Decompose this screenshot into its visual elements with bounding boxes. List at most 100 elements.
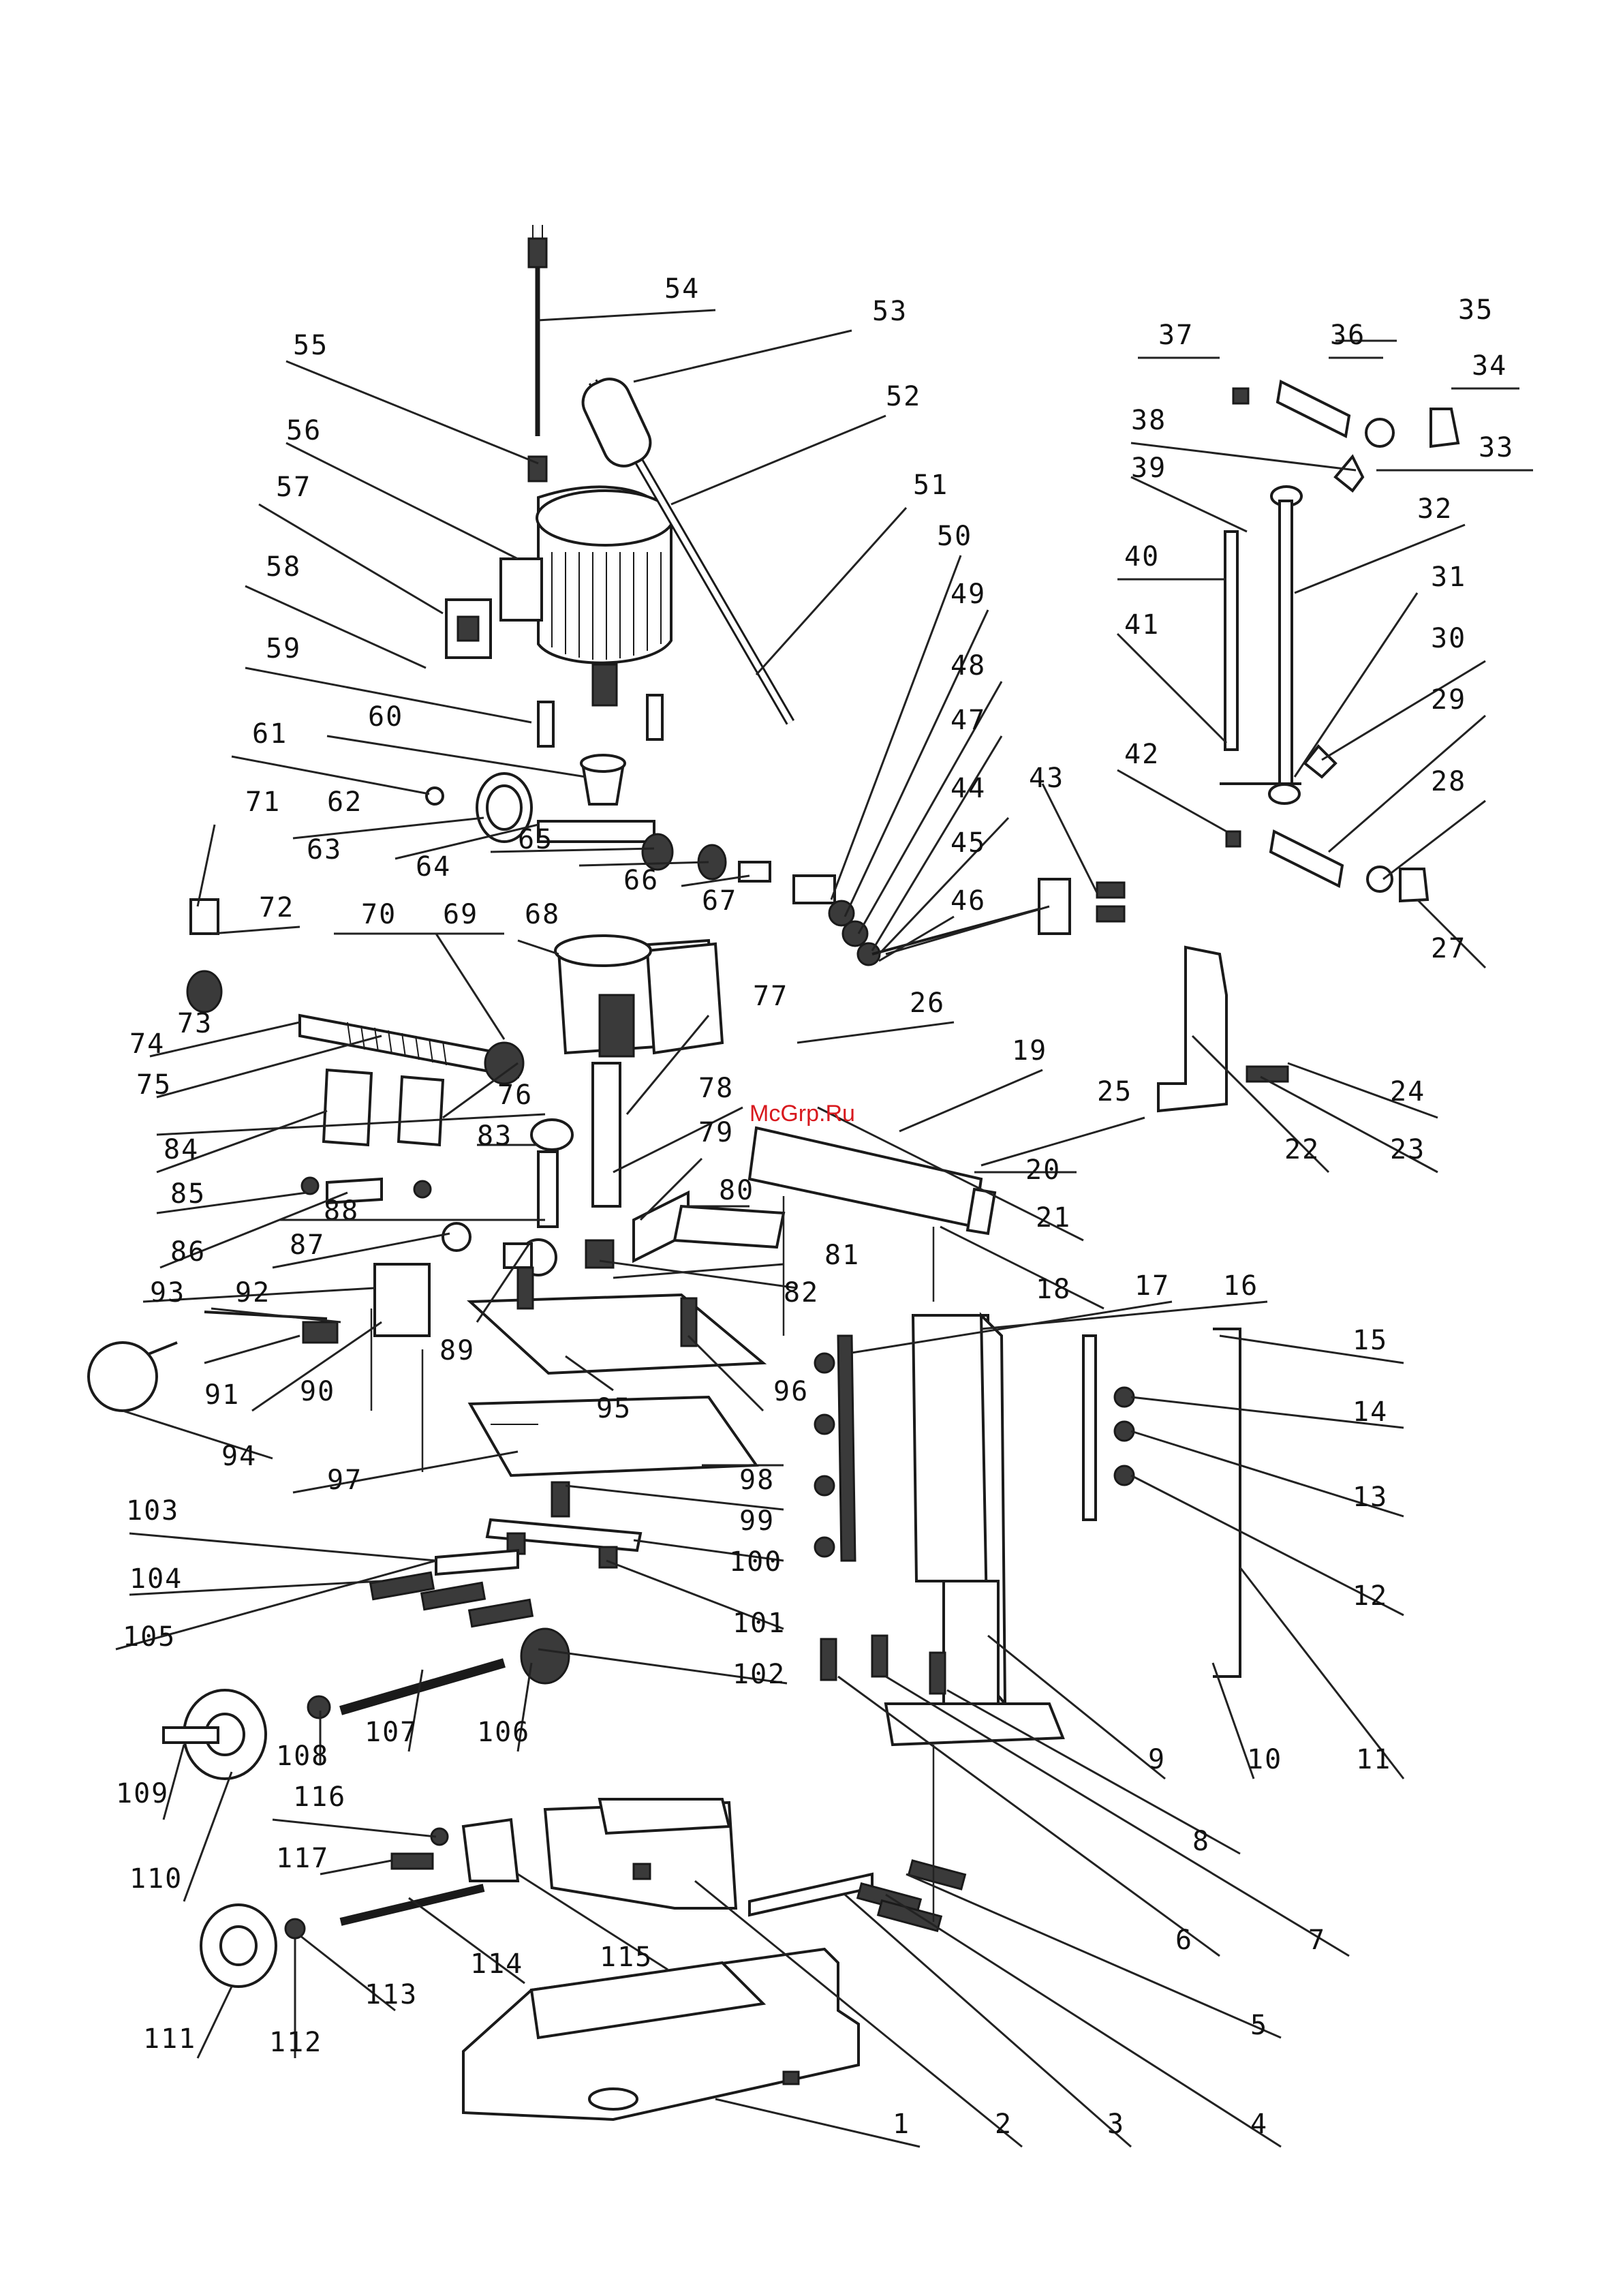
callout-77: 77 [753,981,788,1012]
callout-92: 92 [235,1277,270,1308]
callout-97: 97 [327,1465,362,1496]
callout-99: 99 [739,1505,775,1537]
callout-74: 74 [129,1028,165,1060]
knob-83 [530,1118,574,1228]
callout-60: 60 [368,701,403,733]
callout-104: 104 [129,1563,183,1595]
callout-110: 110 [129,1863,183,1895]
callout-87: 87 [290,1229,325,1261]
hand-wheel-upper [162,1627,570,1780]
callout-23: 23 [1390,1134,1425,1165]
callout-71: 71 [245,786,281,818]
callout-86: 86 [170,1236,206,1268]
callout-78: 78 [698,1073,734,1104]
callout-115: 115 [600,1942,653,1973]
lower-bracket [390,1818,520,1882]
gib-strip [485,1481,643,1569]
callout-44: 44 [950,773,986,804]
chuck [580,754,626,806]
callout-81: 81 [824,1240,860,1271]
callout-101: 101 [732,1608,786,1639]
callout-66: 66 [623,865,659,896]
power-cord [527,225,548,483]
callout-28: 28 [1431,766,1466,797]
callout-102: 102 [732,1659,786,1690]
callout-2: 2 [995,2109,1013,2140]
assembly-guides [370,1196,935,1922]
callout-105: 105 [123,1621,176,1653]
callout-117: 117 [276,1843,329,1874]
gear-rack-rod [186,898,525,1085]
callout-51: 51 [913,470,948,501]
callout-114: 114 [470,1948,523,1980]
callout-56: 56 [286,415,322,446]
callout-54: 54 [664,273,700,305]
callout-5: 5 [1250,2010,1268,2041]
callout-9: 9 [1148,1744,1166,1775]
callout-38: 38 [1131,405,1166,436]
side-bracket [1157,945,1289,1113]
callout-26: 26 [910,988,945,1019]
callout-96: 96 [773,1376,809,1407]
callout-107: 107 [365,1717,418,1748]
callout-67: 67 [702,885,737,917]
machine-base [462,1947,860,2122]
column-screws [820,1634,946,1695]
callout-47: 47 [950,705,986,736]
callout-1: 1 [893,2109,910,2140]
callout-49: 49 [950,579,986,610]
motor [445,485,675,707]
callout-62: 62 [327,786,362,818]
callout-18: 18 [1036,1274,1071,1305]
callout-61: 61 [252,718,288,750]
callout-100: 100 [729,1546,782,1578]
callout-30: 30 [1431,623,1466,654]
callout-13: 13 [1352,1482,1388,1513]
callout-37: 37 [1158,320,1194,351]
callout-48: 48 [950,650,986,682]
callout-73: 73 [177,1008,213,1039]
callout-95: 95 [596,1393,632,1424]
callout-98: 98 [739,1465,775,1496]
callout-63: 63 [307,834,342,866]
callout-89: 89 [439,1335,475,1366]
callout-93: 93 [150,1277,185,1308]
callout-69: 69 [443,899,478,930]
bracket-knob-assembly [87,1222,557,1412]
callout-4: 4 [1250,2109,1268,2140]
callout-64: 64 [416,851,451,883]
callout-94: 94 [221,1441,257,1472]
callout-32: 32 [1417,493,1453,525]
callout-19: 19 [1012,1035,1047,1067]
callout-79: 79 [698,1117,734,1148]
callout-72: 72 [259,892,294,923]
cover-plates [300,1068,445,1205]
callout-106: 106 [477,1717,530,1748]
callout-36: 36 [1330,320,1365,351]
callout-34: 34 [1472,350,1507,382]
carriage [543,1798,738,1910]
head-housing [554,934,724,1208]
callout-76: 76 [497,1080,533,1111]
callout-3: 3 [1107,2109,1125,2140]
callout-55: 55 [293,330,328,361]
callout-45: 45 [950,827,986,859]
callout-108: 108 [276,1741,329,1772]
callout-85: 85 [170,1178,206,1210]
callout-90: 90 [300,1376,335,1407]
callout-42: 42 [1124,739,1160,770]
callout-33: 33 [1479,432,1514,463]
callout-21: 21 [1036,1202,1071,1234]
callout-103: 103 [126,1495,179,1527]
callout-41: 41 [1124,609,1160,641]
callout-116: 116 [293,1781,346,1813]
callout-29: 29 [1431,684,1466,716]
callout-10: 10 [1247,1744,1282,1775]
watermark: McGrp.Ru [749,1101,855,1127]
callout-111: 111 [143,2023,196,2055]
callout-91: 91 [204,1379,240,1411]
callout-65: 65 [518,824,553,855]
callout-11: 11 [1356,1744,1391,1775]
motor-screws [537,694,664,748]
